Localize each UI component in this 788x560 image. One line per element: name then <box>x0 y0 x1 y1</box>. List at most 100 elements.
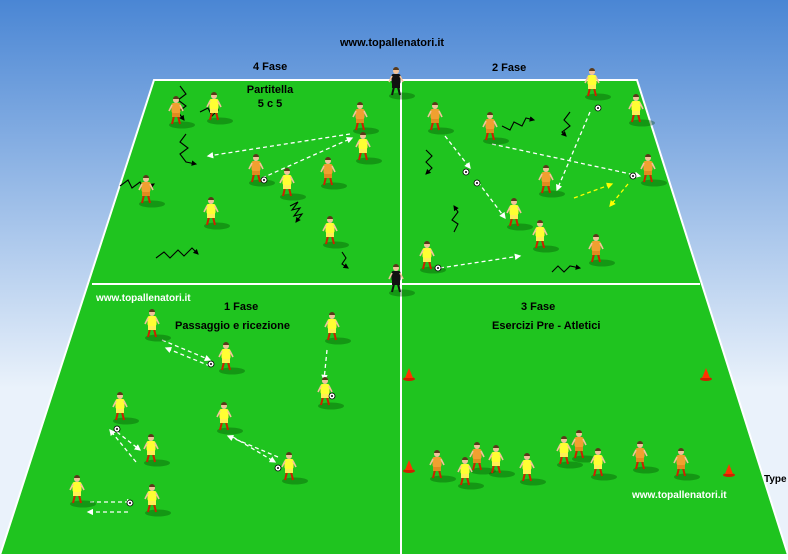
player-shirt <box>509 205 519 215</box>
player-shorts <box>632 110 640 115</box>
cone <box>723 464 735 477</box>
player-orange <box>482 112 498 141</box>
player-yellow <box>628 94 644 123</box>
player-shirt <box>115 399 125 409</box>
player-shirt <box>643 161 653 171</box>
player-leg <box>587 87 591 97</box>
phase2-title: 2 Fase <box>492 62 527 74</box>
pass-line <box>609 183 629 208</box>
player-yellow <box>532 220 548 249</box>
player-leg <box>326 396 330 406</box>
player-hair <box>524 453 530 456</box>
cone-body <box>702 368 710 378</box>
player-shorts <box>356 118 364 123</box>
player-arm <box>567 444 572 452</box>
player-orange <box>469 442 485 471</box>
player-arm <box>279 176 284 184</box>
player-hair <box>284 168 290 171</box>
player-yellow <box>216 402 232 431</box>
player-yellow <box>144 309 160 338</box>
player-leg <box>325 235 329 245</box>
player-yellow <box>112 392 128 421</box>
player-shorts <box>523 469 531 474</box>
player-shorts <box>486 128 494 133</box>
player-hair <box>286 452 292 455</box>
player-shirt <box>391 74 401 84</box>
player-shirt <box>284 459 294 469</box>
player-shorts <box>222 358 230 363</box>
player-leg <box>432 469 436 479</box>
player-hair <box>253 154 259 157</box>
player-arm <box>328 385 333 393</box>
player-arm <box>292 460 297 468</box>
player-shadow <box>219 367 245 375</box>
player-shorts <box>594 464 602 469</box>
pass-line <box>226 435 279 458</box>
player-shirt <box>219 409 229 419</box>
player-shirt <box>422 248 432 258</box>
player-hair <box>223 342 229 345</box>
player-leg <box>528 472 532 482</box>
player-leg <box>593 87 597 97</box>
player-leg <box>206 216 210 226</box>
player-leg <box>152 453 156 463</box>
player-shirt <box>320 384 330 394</box>
player-shorts <box>326 232 334 237</box>
player-arm <box>355 140 360 148</box>
dribble-path <box>289 201 304 223</box>
player-leg <box>227 361 231 371</box>
pass-line <box>164 346 211 367</box>
player-shirt <box>491 452 501 462</box>
player-shirt <box>631 101 641 111</box>
player-leg <box>631 113 635 123</box>
player-shadow <box>507 223 533 231</box>
player-arm <box>399 272 404 280</box>
player-leg <box>522 472 526 482</box>
player-shorts <box>588 84 596 89</box>
player-shirt <box>587 75 597 85</box>
player-yellow <box>317 377 333 406</box>
ball <box>328 392 336 400</box>
player-shadow <box>325 337 351 345</box>
player-leg <box>288 187 292 197</box>
player-yellow <box>69 475 85 504</box>
player-arm <box>530 461 535 469</box>
player-shadow <box>217 427 243 435</box>
player-shirt <box>676 455 686 465</box>
ball-patch <box>210 363 212 365</box>
player-leg <box>599 467 603 477</box>
player-hair <box>360 132 366 135</box>
player-arm <box>218 350 223 358</box>
player-hair <box>393 67 399 70</box>
player-arm <box>388 75 393 83</box>
player-leg <box>460 476 464 486</box>
player-hair <box>327 216 333 219</box>
player-shirt <box>141 182 151 192</box>
player-shadow <box>591 473 617 481</box>
player-arm <box>457 465 462 473</box>
player-yellow <box>144 484 160 513</box>
player-shadow <box>282 477 308 485</box>
player-shirt <box>323 164 333 174</box>
player-shorts <box>644 170 652 175</box>
site-url-left: www.topallenatori.it <box>96 293 191 304</box>
player-shorts <box>210 108 218 113</box>
player-arm <box>352 110 357 118</box>
player-orange <box>571 430 587 459</box>
player-shorts <box>473 458 481 463</box>
player-shorts <box>461 473 469 478</box>
player-arm <box>571 438 576 446</box>
dribble-path <box>551 264 582 273</box>
edge-label: Type <box>764 474 787 485</box>
player-shorts <box>324 173 332 178</box>
player-leg <box>121 411 125 421</box>
player-shorts <box>492 461 500 466</box>
player-shadow <box>207 117 233 125</box>
player-shadow <box>321 182 347 190</box>
player-shorts <box>283 184 291 189</box>
player-shorts <box>172 112 180 117</box>
player-leg <box>397 283 401 293</box>
player-shirt <box>391 271 401 281</box>
player-shadow <box>318 402 344 410</box>
